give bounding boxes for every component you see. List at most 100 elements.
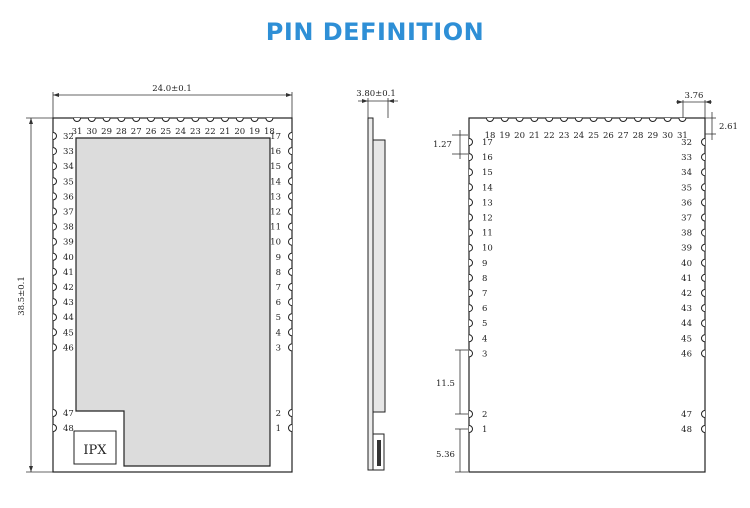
back-pin-label: 15 — [482, 168, 493, 178]
back-pin-label: 9 — [482, 259, 487, 269]
front-top-castellation — [161, 117, 170, 122]
front-pin-label: 26 — [146, 127, 157, 137]
back-left-castellation — [468, 410, 473, 418]
back-left-castellation — [468, 425, 473, 433]
back-pin-label: 48 — [681, 425, 692, 435]
front-pin-label: 45 — [63, 328, 74, 338]
back-pin-label: 37 — [681, 214, 692, 224]
front-pin-label: 46 — [63, 343, 74, 353]
back-right-castellation — [701, 138, 706, 146]
front-left-castellation — [52, 409, 57, 417]
front-left-castellation — [52, 192, 57, 201]
back-pin-label: 22 — [544, 131, 555, 141]
back-top-castellation — [574, 117, 583, 122]
back-pin-label: 1 — [482, 425, 487, 435]
back-left-castellation — [468, 183, 473, 192]
back-pin-label: 21 — [529, 131, 540, 141]
front-right-castellation — [288, 207, 293, 216]
front-left-castellation — [52, 424, 57, 432]
back-top-castellation — [545, 117, 554, 122]
back-pin-label: 14 — [482, 183, 493, 193]
front-right-castellation — [288, 298, 293, 307]
front-pin-label: 43 — [63, 298, 74, 308]
back-left-castellation — [468, 243, 473, 252]
side-pcb — [367, 117, 374, 471]
front-right-castellation — [288, 409, 293, 417]
front-left-castellation — [52, 298, 57, 307]
back-right-castellation — [701, 319, 706, 328]
back-pin-label: 6 — [482, 304, 487, 314]
front-left-castellation — [52, 267, 57, 276]
front-left-castellation — [52, 132, 57, 140]
back-pin-label: 29 — [647, 131, 658, 141]
front-right-castellation — [288, 313, 293, 322]
back-left-castellation — [468, 304, 473, 313]
back-pin-label: 42 — [681, 289, 692, 299]
front-pin-label: 35 — [63, 177, 74, 187]
shield-area — [75, 137, 271, 467]
back-pad-label: 3.76 — [685, 91, 704, 101]
back-offset-label: 2.61 — [719, 122, 738, 132]
front-pin-label: 23 — [190, 127, 201, 137]
back-left-castellation — [468, 273, 473, 282]
back-pin-label: 25 — [588, 131, 599, 141]
front-pin-label: 1 — [276, 424, 281, 434]
back-right-castellation — [701, 289, 706, 297]
back-left-castellation — [468, 213, 473, 222]
front-pin-label: 10 — [270, 238, 281, 248]
back-top-castellation — [634, 117, 642, 122]
back-pin-label: 43 — [681, 304, 692, 314]
front-right-castellation — [288, 252, 293, 261]
front-left-castellation — [52, 207, 57, 216]
back-top-castellation — [663, 117, 672, 122]
back-pin-label: 2 — [482, 410, 487, 420]
front-pin-label: 38 — [63, 223, 74, 233]
front-pin-label: 34 — [63, 162, 74, 172]
front-right-castellation — [288, 328, 293, 337]
front-top-castellation — [102, 117, 111, 122]
back-right-castellation — [701, 198, 706, 207]
back-pin-label: 46 — [681, 349, 692, 359]
front-pin-label: 16 — [270, 147, 281, 157]
back-right-castellation — [701, 183, 706, 192]
back-pin-label: 18 — [485, 131, 496, 141]
front-top-castellation — [191, 117, 200, 122]
front-pin-label: 44 — [63, 313, 74, 323]
back-pin-label: 20 — [514, 131, 525, 141]
ipx-label: IPX — [83, 443, 107, 458]
front-top-castellation — [235, 117, 244, 122]
back-pin-label: 17 — [482, 138, 493, 148]
front-top-castellation — [87, 117, 96, 122]
front-pin-label: 36 — [63, 192, 74, 202]
back-right-castellation — [701, 153, 706, 162]
back-pin-label: 24 — [573, 131, 584, 141]
front-pin-label: 17 — [270, 132, 281, 142]
side-shield — [372, 139, 386, 413]
back-left-castellation — [468, 228, 473, 237]
page-title: PIN DEFINITION — [265, 18, 485, 46]
back-pin-label: 41 — [681, 274, 692, 284]
back-pin-label: 40 — [681, 259, 692, 269]
front-top-castellation — [147, 117, 155, 122]
front-left-castellation — [52, 313, 57, 322]
front-pin-label: 29 — [101, 127, 112, 137]
back-bottom-label: 5.36 — [436, 450, 455, 460]
front-top-castellation — [206, 117, 215, 122]
back-pin-label: 33 — [681, 153, 692, 163]
back-pin-label: 34 — [681, 168, 692, 178]
back-pin-label: 47 — [681, 410, 692, 420]
back-top-castellation — [648, 117, 657, 122]
back-right-castellation — [701, 349, 706, 358]
back-pin-label: 30 — [662, 131, 673, 141]
back-pin-label: 26 — [603, 131, 614, 141]
back-right-castellation — [701, 258, 706, 267]
front-top-castellation — [265, 117, 274, 122]
front-pin-label: 4 — [276, 328, 281, 338]
front-right-castellation — [288, 343, 293, 352]
front-pin-label: 41 — [63, 268, 74, 278]
back-right-castellation — [701, 228, 706, 237]
back-pin-label: 32 — [681, 138, 692, 148]
